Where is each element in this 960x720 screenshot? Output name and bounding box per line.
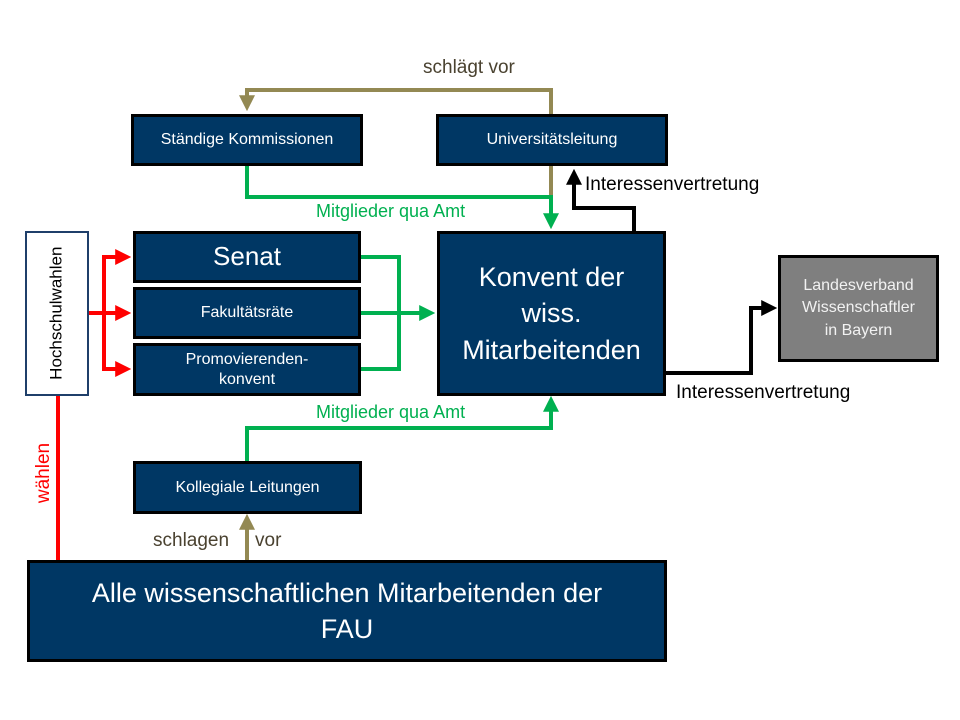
label-schlaegt-vor: schlägt vor [423,57,515,78]
box-fakultaetsraete-label: Fakultätsräte [200,304,294,322]
box-landesverband: Landesverband Wissenschaftler in Bayern [778,255,939,362]
box-landesverband-line3: in Bayern [824,321,893,339]
arrow-wahl-promo [102,313,132,377]
label-interessen-top: Interessenvertretung [585,174,760,195]
box-staendige-kommissionen: Ständige Kommissionen [131,114,363,166]
box-hochschulwahlen-label: Hochschulwahlen [46,246,66,381]
arrow-wahl-senat [102,249,132,313]
box-universitaetsleitung: Universitätsleitung [436,114,668,166]
box-kollegiale-leitungen-label: Kollegiale Leitungen [175,478,320,496]
arrow-kollegiale-mitglieder [245,395,559,462]
box-senat-label: Senat [213,241,281,272]
box-alle-line2: FAU [320,614,374,644]
box-fakultaetsraete: Fakultätsräte [133,287,361,339]
box-promovierenden-line1: Promovierenden- [185,351,309,369]
arrow-interessen-landesverband [665,300,778,375]
box-staendige-kommissionen-label: Ständige Kommissionen [160,131,334,149]
box-alle-mitarbeitenden: Alle wissenschaftlichen Mitarbeitenden d… [27,560,667,662]
label-waehlen: wählen [33,442,55,504]
box-konvent: Konvent der wiss. Mitarbeitenden [437,231,666,396]
label-interessen-right: Interessenvertretung [676,382,851,403]
box-universitaetsleitung-label: Universitätsleitung [486,131,618,149]
box-konvent-line1: Konvent der [478,261,625,292]
box-promovierenden-line2: konvent [218,370,276,388]
box-promovierendenkonvent: Promovierenden- konvent [133,343,361,396]
box-konvent-line3: Mitarbeitenden [462,334,641,365]
label-mitglieder-top: Mitglieder qua Amt [316,201,466,221]
box-senat: Senat [133,231,361,283]
arrow-interessen-uni [566,168,636,231]
box-landesverband-line1: Landesverband [803,276,914,294]
label-mitglieder-bottom: Mitglieder qua Amt [316,402,466,422]
box-konvent-line2: wiss. [521,298,582,329]
box-hochschulwahlen: Hochschulwahlen [25,231,89,396]
arrow-schlaegt-vor [239,88,553,114]
label-vor: vor [255,530,282,551]
box-landesverband-line2: Wissenschaftler [802,299,915,317]
box-kollegiale-leitungen: Kollegiale Leitungen [133,461,362,514]
box-alle-line1: Alle wissenschaftlichen Mitarbeitenden d… [91,577,603,608]
arrow-kommissionen-mitglieder [245,164,559,230]
label-schlagen: schlagen [153,530,230,551]
